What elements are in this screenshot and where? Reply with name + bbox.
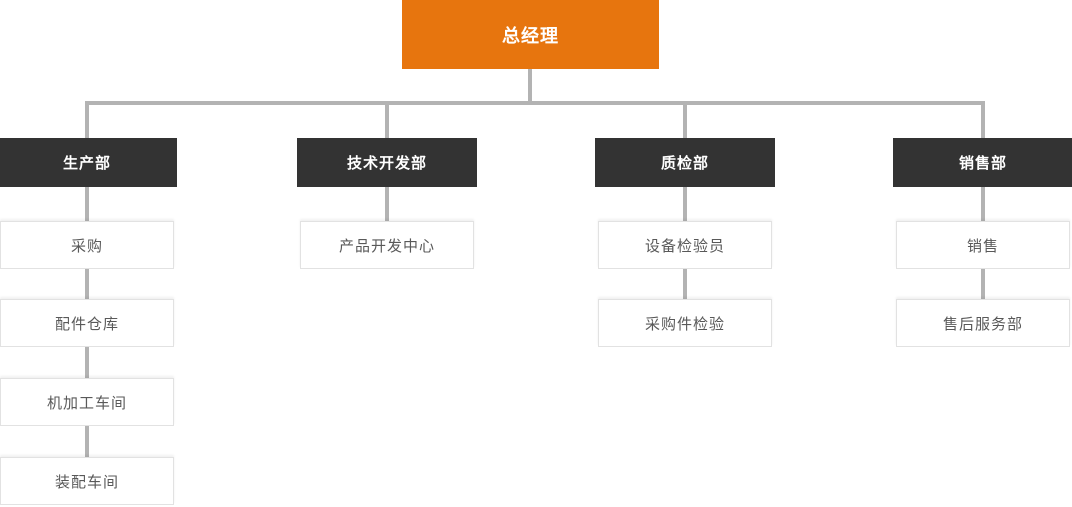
org-node-sales-dept: 销售部 bbox=[893, 138, 1072, 187]
org-node-procurement: 采购 bbox=[0, 221, 174, 269]
org-node-sales: 销售 bbox=[896, 221, 1070, 269]
connector-root-stub bbox=[528, 69, 532, 105]
org-node-parts-warehouse: 配件仓库 bbox=[0, 299, 174, 347]
org-node-tech-dev-dept: 技术开发部 bbox=[297, 138, 477, 187]
connector-trunk bbox=[85, 101, 985, 105]
org-node-product-dev-center: 产品开发中心 bbox=[300, 221, 474, 269]
connector-tech-1 bbox=[385, 187, 389, 221]
connector-drop-tech bbox=[385, 101, 389, 138]
connector-production-2 bbox=[85, 269, 89, 299]
connector-sales-2 bbox=[981, 269, 985, 299]
connector-drop-production bbox=[85, 101, 89, 138]
org-node-equipment-inspector: 设备检验员 bbox=[598, 221, 772, 269]
org-node-general-manager: 总经理 bbox=[402, 0, 659, 69]
connector-production-1 bbox=[85, 187, 89, 221]
connector-qa-1 bbox=[683, 187, 687, 221]
connector-drop-sales bbox=[981, 101, 985, 138]
connector-production-4 bbox=[85, 426, 89, 457]
connector-drop-qa bbox=[683, 101, 687, 138]
org-node-after-sales-service: 售后服务部 bbox=[896, 299, 1070, 347]
org-node-machining-workshop: 机加工车间 bbox=[0, 378, 174, 426]
connector-production-3 bbox=[85, 347, 89, 378]
connector-qa-2 bbox=[683, 269, 687, 299]
connector-sales-1 bbox=[981, 187, 985, 221]
org-node-assembly-workshop: 装配车间 bbox=[0, 457, 174, 505]
org-node-purchased-parts-inspection: 采购件检验 bbox=[598, 299, 772, 347]
org-node-quality-dept: 质检部 bbox=[595, 138, 775, 187]
org-node-production-dept: 生产部 bbox=[0, 138, 177, 187]
